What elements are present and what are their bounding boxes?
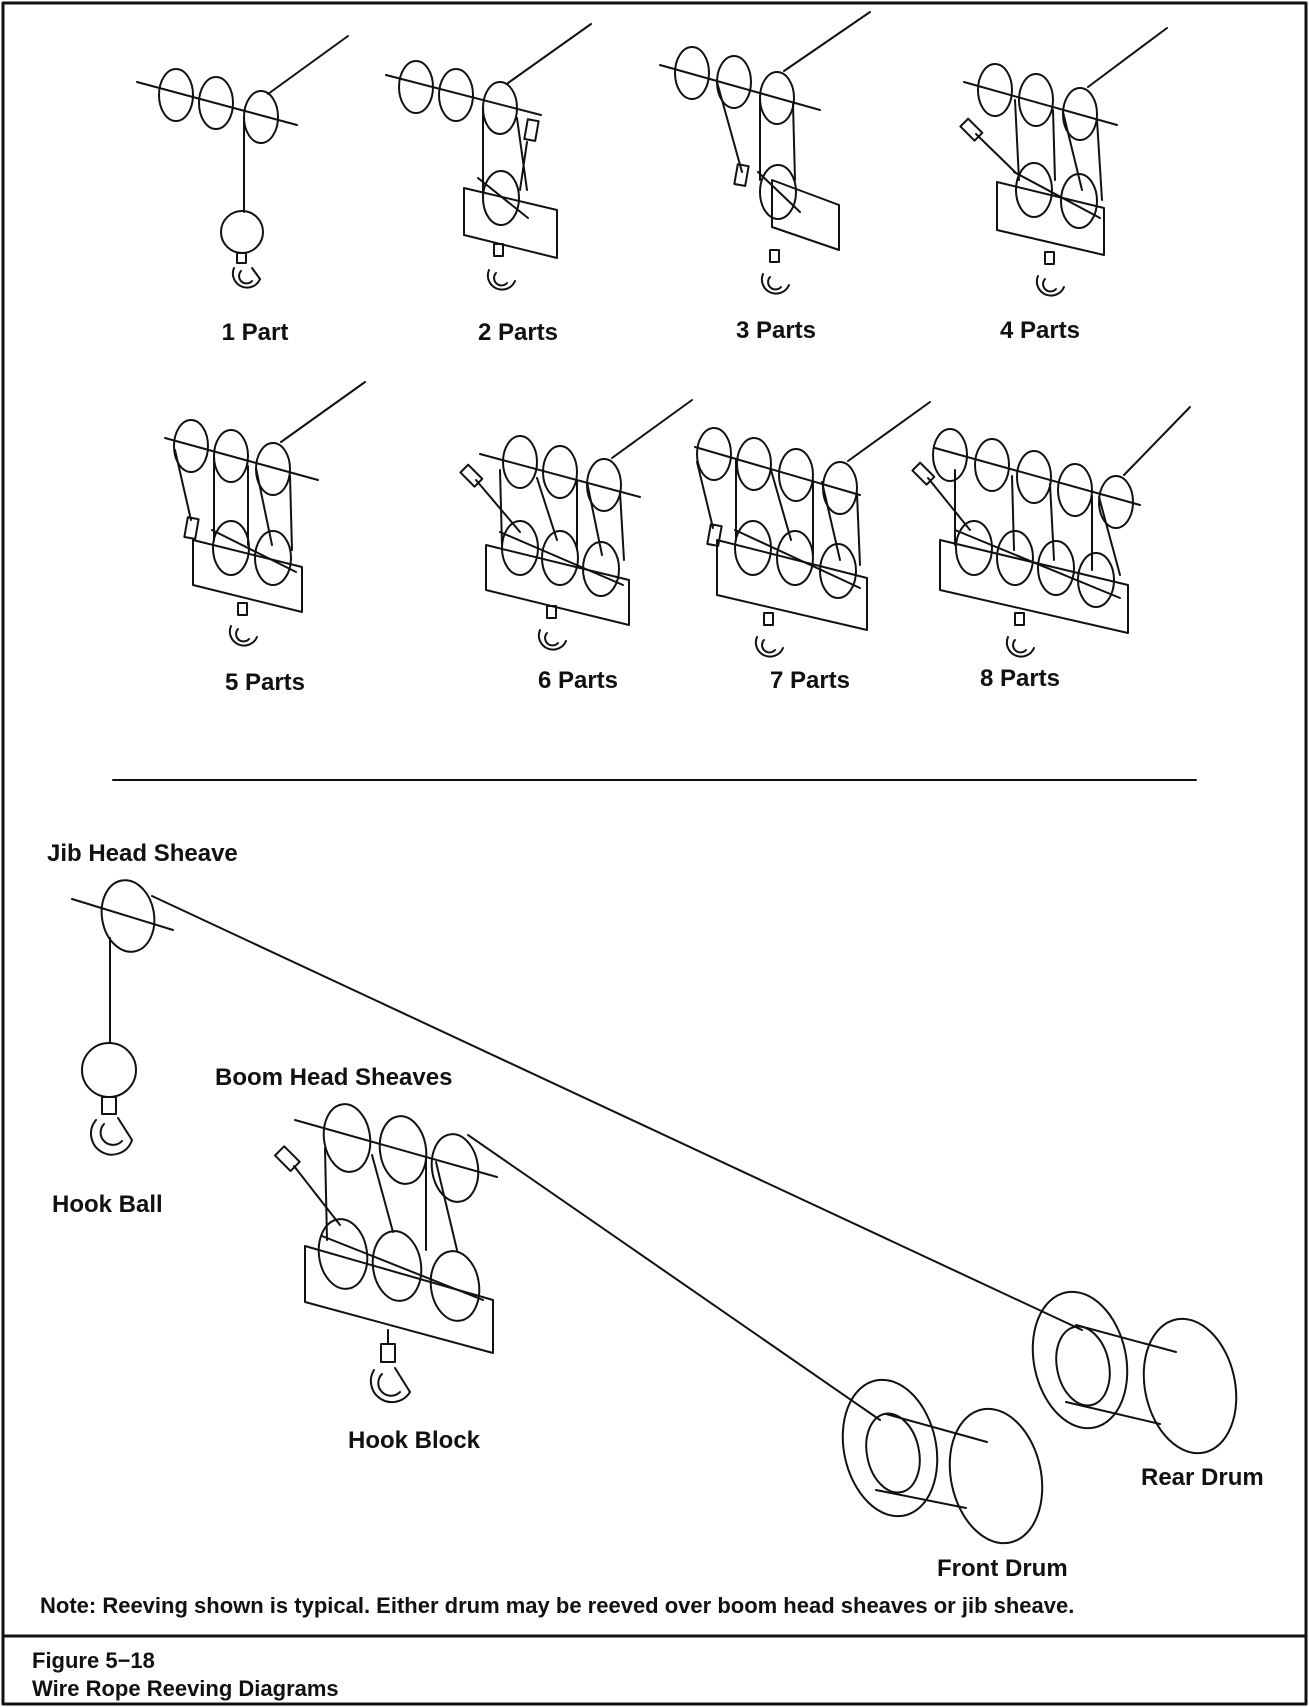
boom-rope [467, 1134, 881, 1421]
boom-head-sheaves [273, 1103, 498, 1251]
figure-number: Figure 5−18 [32, 1648, 155, 1673]
jib-rope [151, 895, 1083, 1331]
hook-block [304, 1218, 494, 1404]
diagram-6-parts: 6 Parts [459, 399, 693, 694]
label-jib-head-sheave: Jib Head Sheave [47, 840, 238, 867]
diagram-1-part: 1 Part [136, 35, 349, 346]
label-5-parts: 5 Parts [225, 669, 305, 696]
label-3-parts: 3 Parts [736, 317, 816, 344]
label-6-parts: 6 Parts [538, 667, 618, 694]
label-rear-drum: Rear Drum [1141, 1464, 1264, 1491]
label-4-parts: 4 Parts [1000, 317, 1080, 344]
label-boom-head-sheaves: Boom Head Sheaves [215, 1064, 452, 1091]
diagram-8-parts: 8 Parts [911, 406, 1191, 692]
jib-head-sheave [71, 879, 174, 953]
diagram-2-parts: 2 Parts [385, 23, 592, 346]
reeving-note: Note: Reeving shown is typical. Either d… [40, 1593, 1074, 1618]
diagram-5-parts: 5 Parts [164, 381, 366, 696]
label-2-parts: 2 Parts [478, 319, 558, 346]
diagram-3-parts: 3 Parts [659, 11, 871, 344]
label-front-drum: Front Drum [937, 1555, 1068, 1582]
label-hook-block: Hook Block [348, 1427, 481, 1454]
rear-drum [1031, 1290, 1238, 1455]
diagram-4-parts: 4 Parts [959, 27, 1168, 344]
figure-title: Wire Rope Reeving Diagrams [32, 1676, 339, 1701]
label-7-parts: 7 Parts [770, 667, 850, 694]
label-8-parts: 8 Parts [980, 665, 1060, 692]
front-drum [841, 1378, 1044, 1545]
label-hook-ball: Hook Ball [52, 1191, 163, 1218]
diagram-7-parts: 7 Parts [694, 401, 931, 694]
label-1-part: 1 Part [222, 319, 289, 346]
hook-ball [81, 1042, 137, 1156]
